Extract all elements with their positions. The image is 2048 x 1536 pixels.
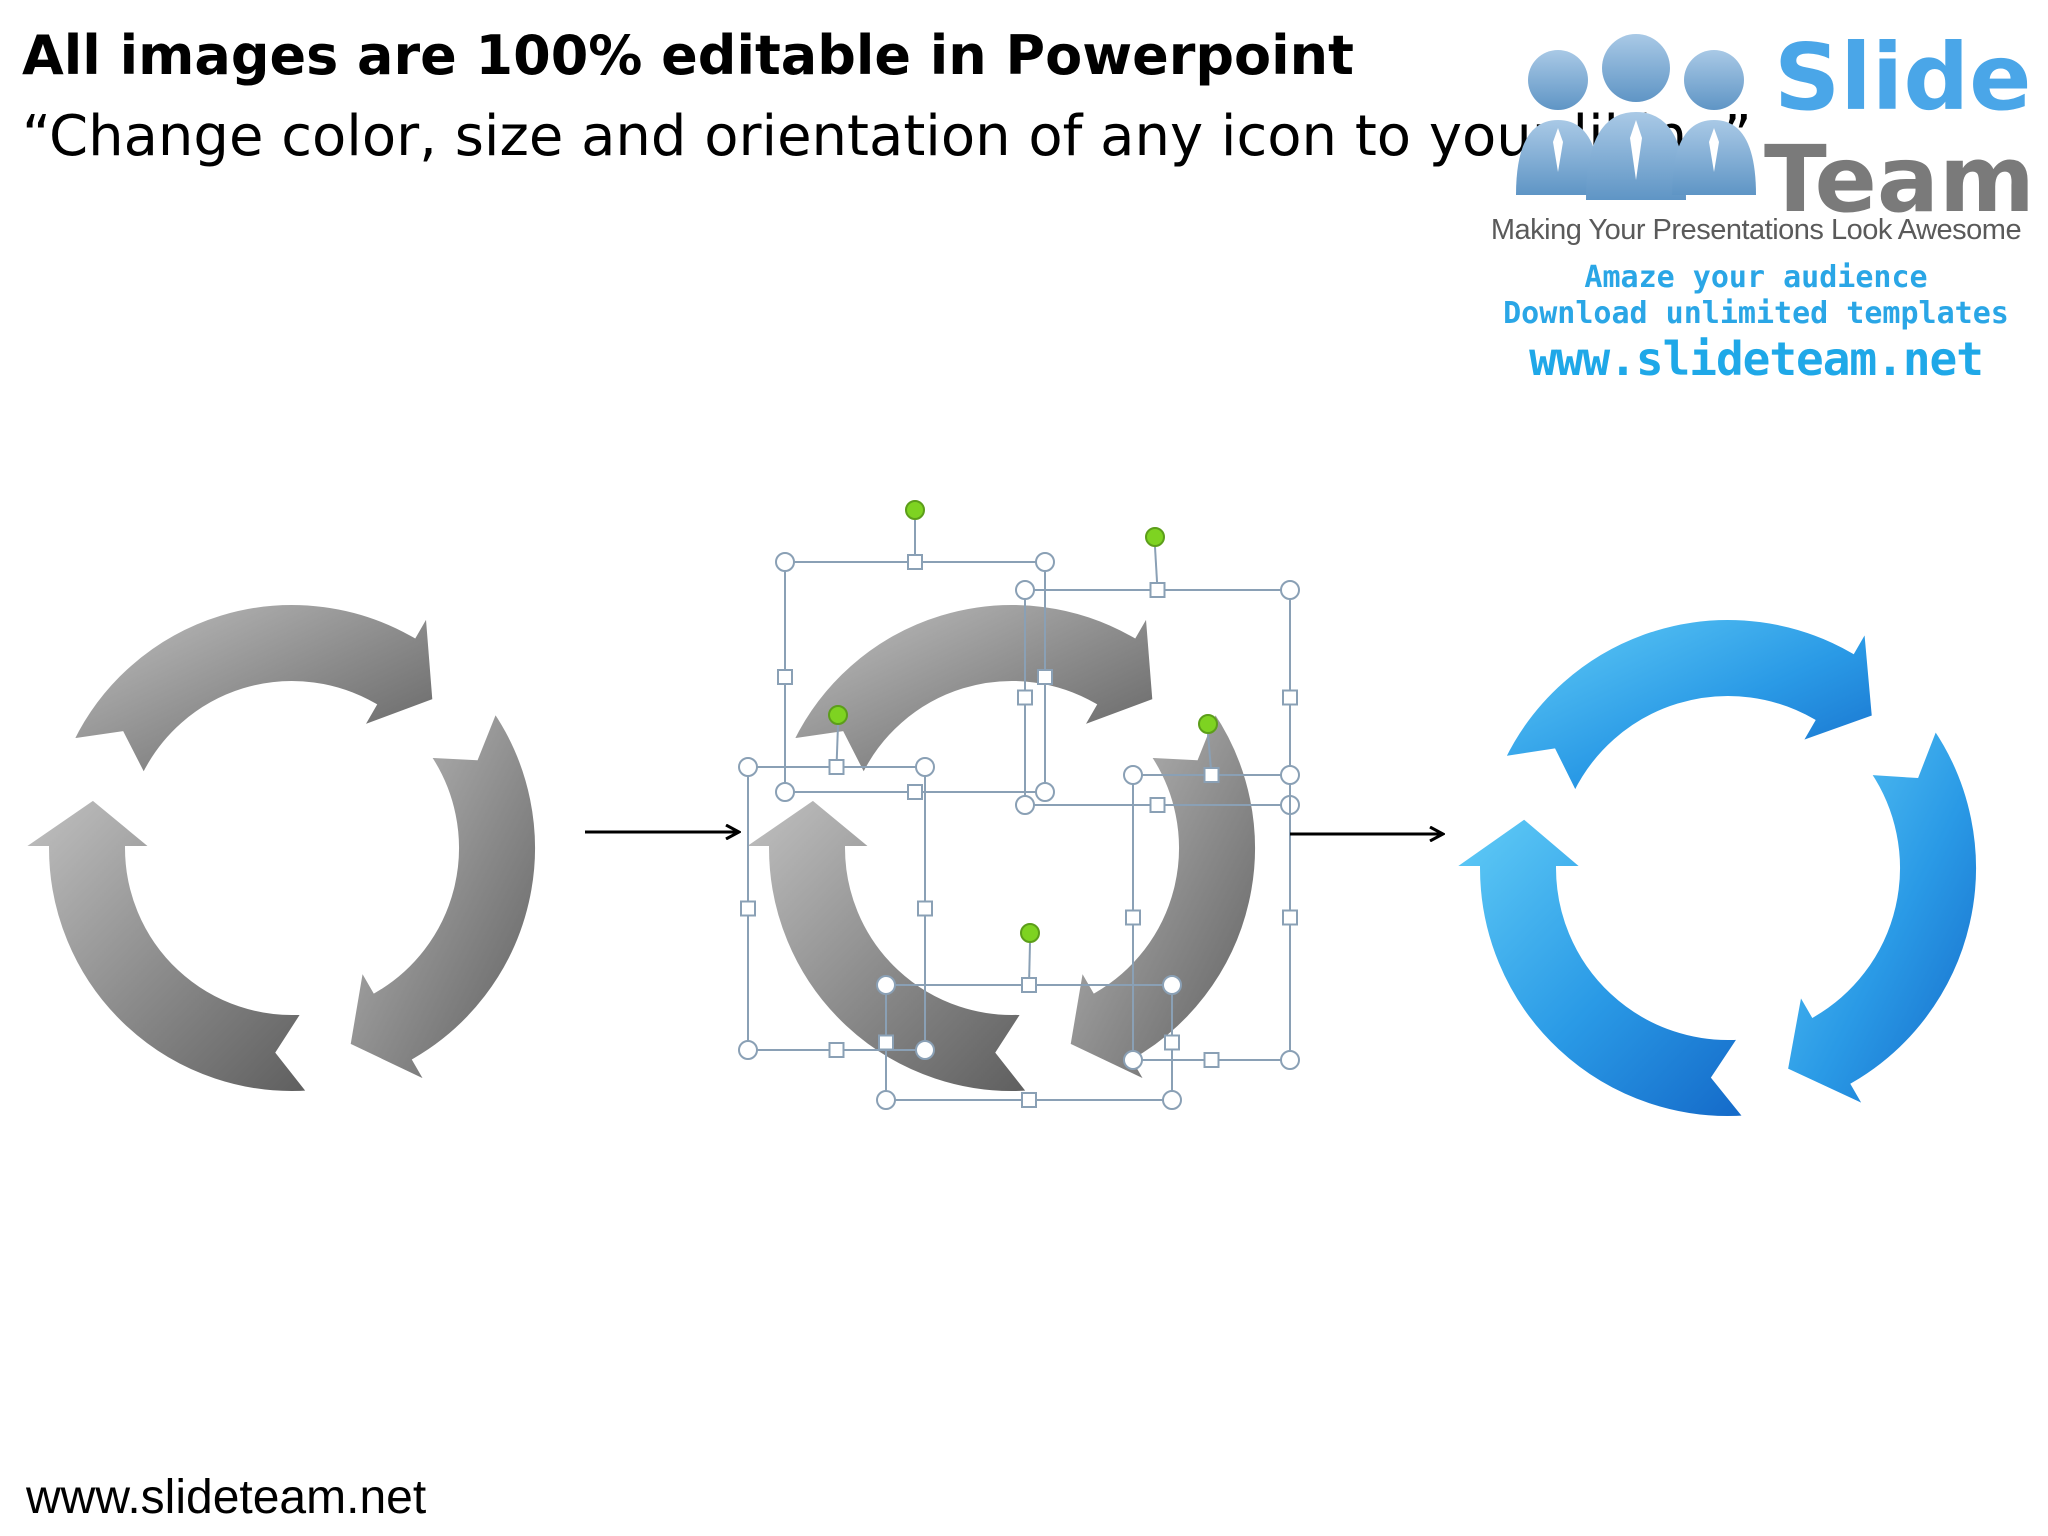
logo-word-slide: Slide (1774, 24, 2032, 131)
cycle-arrow[interactable] (68, 601, 437, 781)
slideteam-logo[interactable]: Slide Team Making Your Presentations Loo… (1476, 14, 2036, 386)
selection-handles[interactable] (738, 500, 1300, 1110)
corner-handle[interactable] (876, 975, 896, 995)
footer-url[interactable]: www.slideteam.net (26, 1471, 427, 1524)
logo-line-download: Download unlimited templates (1503, 296, 2009, 331)
corner-handle[interactable] (1162, 975, 1182, 995)
side-handle[interactable] (828, 759, 845, 775)
selected-cycle[interactable] (734, 601, 1259, 1095)
rotate-handle[interactable] (1145, 527, 1165, 547)
cycle-arrow[interactable] (1445, 814, 1750, 1120)
corner-handle[interactable] (738, 1040, 758, 1060)
side-handle[interactable] (1037, 669, 1053, 685)
corner-handle[interactable] (775, 782, 795, 802)
corner-handle[interactable] (876, 1090, 896, 1110)
side-handle[interactable] (878, 1034, 894, 1051)
side-handle[interactable] (1149, 797, 1166, 813)
side-handle[interactable] (1282, 689, 1298, 706)
side-handle[interactable] (1203, 767, 1220, 783)
logo-url[interactable]: www.slideteam.net (1529, 332, 1984, 386)
cycle-arrow[interactable] (1783, 723, 1980, 1112)
side-handle[interactable] (1164, 1034, 1180, 1051)
side-handle[interactable] (907, 554, 923, 570)
cycle-arrow[interactable] (346, 706, 539, 1088)
side-handle[interactable] (1125, 909, 1141, 926)
slide-title: All images are 100% editable in Powerpoi… (22, 24, 1354, 87)
corner-handle[interactable] (915, 1040, 935, 1060)
side-handle[interactable] (1021, 1092, 1037, 1108)
rotate-handle[interactable] (1020, 923, 1040, 943)
cycle-arrow[interactable] (734, 795, 1033, 1095)
side-handle[interactable] (1282, 909, 1298, 926)
logo-tagline: Making Your Presentations Look Awesome (1490, 214, 2022, 246)
rotate-handle[interactable] (1198, 714, 1218, 734)
corner-handle[interactable] (1280, 580, 1300, 600)
corner-handle[interactable] (1280, 1050, 1300, 1070)
cycle-arrow[interactable] (14, 795, 313, 1095)
cycle-arrow[interactable] (1499, 616, 1877, 799)
side-handle[interactable] (917, 900, 933, 917)
side-handle[interactable] (1017, 689, 1033, 706)
corner-handle[interactable] (915, 757, 935, 777)
blue-cycle[interactable] (1445, 616, 1980, 1120)
slide-subtitle: “Change color, size and orientation of a… (22, 104, 1752, 169)
corner-handle[interactable] (1123, 765, 1143, 785)
logo-line-amaze: Amaze your audience (1584, 260, 1928, 295)
corner-handle[interactable] (1035, 782, 1055, 802)
logo-word-team: Team (1764, 126, 2035, 233)
corner-handle[interactable] (1035, 552, 1055, 572)
cycle-arrow[interactable] (1066, 706, 1259, 1088)
side-handle[interactable] (1203, 1052, 1220, 1068)
rotate-handle[interactable] (905, 500, 925, 520)
side-handle[interactable] (740, 900, 756, 917)
gray-cycle[interactable] (14, 601, 539, 1095)
side-handle[interactable] (777, 669, 793, 685)
corner-handle[interactable] (1015, 580, 1035, 600)
corner-handle[interactable] (738, 757, 758, 777)
rotate-handle[interactable] (828, 705, 848, 725)
side-handle[interactable] (1021, 977, 1037, 993)
corner-handle[interactable] (1162, 1090, 1182, 1110)
people-icon (1516, 34, 1756, 200)
cycle-arrow[interactable] (788, 601, 1157, 781)
corner-handle[interactable] (775, 552, 795, 572)
corner-handle[interactable] (1015, 795, 1035, 815)
side-handle[interactable] (907, 784, 923, 800)
corner-handle[interactable] (1280, 765, 1300, 785)
side-handle[interactable] (828, 1042, 845, 1058)
corner-handle[interactable] (1123, 1050, 1143, 1070)
side-handle[interactable] (1149, 582, 1166, 598)
